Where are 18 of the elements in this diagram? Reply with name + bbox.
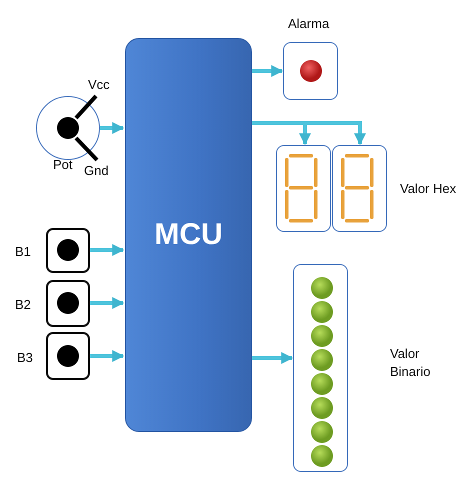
node-label: B3	[17, 350, 33, 365]
label: Gnd	[84, 162, 109, 180]
node-label: Alarma	[288, 16, 330, 31]
mcu-label: MCU	[154, 218, 223, 252]
node-label: B2	[15, 297, 31, 312]
label: Valor Hex	[400, 180, 456, 198]
arrow	[90, 297, 124, 309]
arrow	[90, 244, 124, 256]
label: Valor Binario	[390, 345, 432, 380]
arrow	[252, 352, 294, 364]
arrow	[100, 122, 124, 134]
arrow	[90, 350, 124, 362]
display-box	[293, 264, 348, 472]
arrow	[252, 65, 284, 77]
mcu-block	[125, 38, 252, 432]
label: Vcc	[88, 76, 110, 94]
node-label: B1	[15, 244, 31, 259]
node-label: Pot	[53, 157, 73, 172]
